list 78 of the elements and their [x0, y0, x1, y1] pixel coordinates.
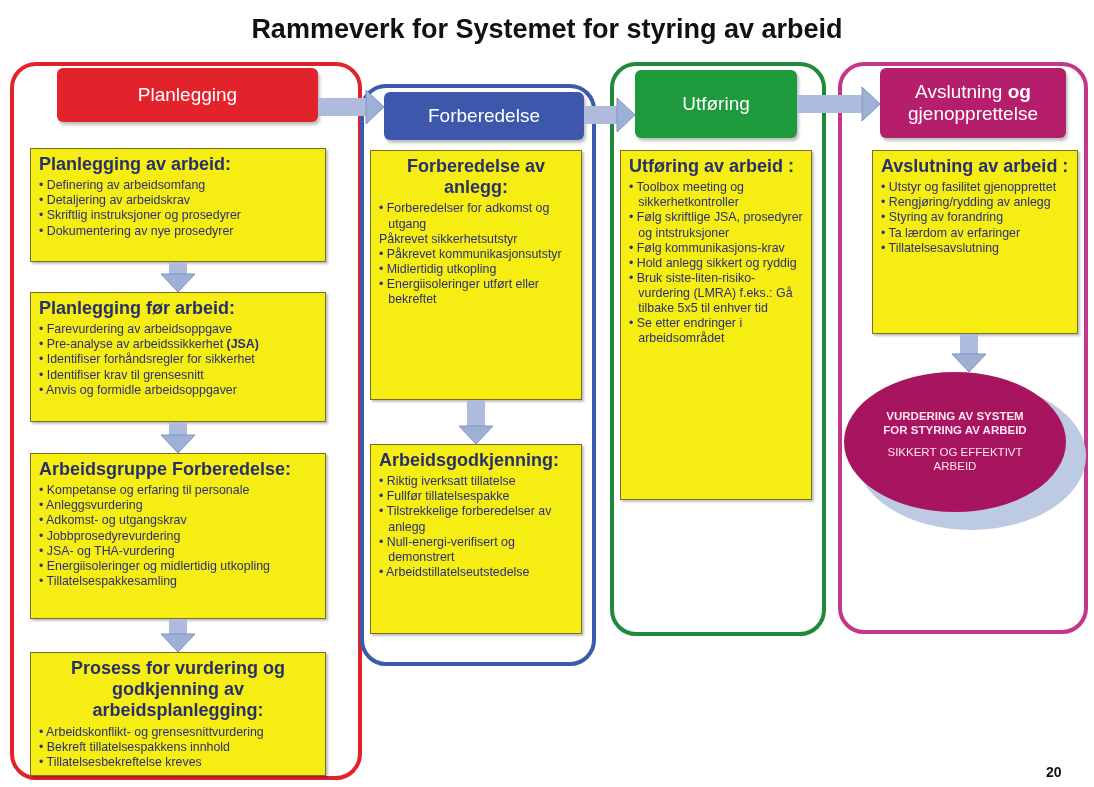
bullet-item: • Rengjøring/rydding av anlegg [881, 195, 1052, 211]
evaluation-subtitle: SIKKERT OG EFFEKTIVT ARBEID [886, 446, 1024, 474]
phase-title: Forberedelse [428, 105, 540, 127]
bullet-item: • Bruk siste-liten-risiko-vurdering (LMRA) f.eks.: Gå tilbake 5x5 til enhver tid [629, 271, 794, 317]
bullet-item: • Hold anlegg sikkert og ryddig [629, 255, 798, 271]
diagram-title: Rammeverk for Systemet for styring av arbeid [250, 14, 844, 45]
phase-panel [610, 62, 826, 636]
phase-panel [838, 62, 1088, 634]
bullet-item: • Skriftlig instruksjoner og prosedyrer [39, 208, 242, 224]
box-heading: Arbeidsgodkjenning: [379, 450, 560, 472]
block-arrow [160, 619, 196, 653]
bullet-item: • Anvis og formidle arbeidsoppgaver [39, 382, 238, 398]
block-arrow [160, 422, 196, 454]
bullet-item: • Null-energi-verifisert og demonstrert [379, 534, 516, 565]
bullet-item: • Tillatelsesbekreftelse kreves [39, 754, 203, 771]
bullet-item: • Farevurdering av arbeidsoppgave [39, 322, 234, 338]
bullet-item: • Tillatelsespakkesamling [39, 574, 178, 590]
bullet-item: • Se etter endringer i arbeidsområdet [629, 316, 744, 347]
bullet-item: • Utstyr og fasilitet gjenopprettet [881, 180, 1058, 196]
bullet-item: • Styring av forandring [881, 210, 1005, 226]
block-arrow [160, 262, 196, 293]
bullet-item: • JSA- og THA-vurdering [39, 543, 176, 559]
step-box [30, 652, 326, 776]
box-heading: Utføring av arbeid : [629, 156, 795, 178]
bullet-item: • Følg skriftlige JSA, prosedyrer og intstruksjoner [629, 210, 803, 241]
bullet-item: • Identifiser forhåndsregler for sikkerhet [39, 352, 256, 368]
block-arrow [951, 334, 987, 373]
phase-header [635, 70, 797, 138]
bullet-item: • Toolbox meeting og sikkerhetkontroller [629, 180, 745, 211]
bullet-item: • Jobbprosedyrevurdering [39, 528, 182, 544]
phase-title: Utføring [682, 93, 750, 115]
bullet-item: • Riktig iverksatt tillatelse [379, 474, 517, 490]
step-box [370, 150, 582, 400]
phase-title: Avslutning og gjenopprettelse [907, 81, 1039, 125]
evaluation-title: VURDERING AV SYSTEM FOR STYRING AV ARBEID [882, 410, 1028, 438]
phase-header [880, 68, 1066, 138]
step-box [30, 453, 326, 619]
bullet-item: • Detaljering av arbeidskrav [39, 193, 192, 209]
box-heading: Prosess for vurdering og godkjenning av arbeidsplanlegging: [69, 658, 287, 722]
bullet-item: • Adkomst- og utgangskrav [39, 513, 188, 529]
phase-title: Planlegging [137, 84, 238, 106]
bullet-item: • Identifiser krav til grensesnitt [39, 367, 205, 383]
bullet-item: • Arbeidskonflikt- og grensesnittvurdering [39, 724, 265, 740]
bullet-item: • Energiisoleringer utført eller bekreftet [379, 277, 540, 308]
bullet-item: • Ta lærdom av erfaringer [881, 225, 1022, 241]
bullet-item: • Kompetanse og erfaring til personale [39, 483, 251, 499]
bullet-item: • Dokumentering av nye prosedyrer [39, 223, 235, 239]
bullet-item: • Fullfør tillatelsespakke [379, 489, 511, 505]
phase-panel [10, 62, 362, 780]
step-box [30, 148, 326, 262]
phase-header [384, 92, 584, 140]
block-arrow [318, 89, 385, 125]
box-heading: Planlegging av arbeid: [39, 154, 233, 176]
box-heading: Planlegging før arbeid: [39, 298, 236, 320]
step-box [370, 444, 582, 634]
box-heading: Forberedelse av anlegg: [405, 156, 547, 199]
bullet-item: • Bekreft tillatelsespakkens innhold [39, 739, 231, 755]
bullet-item: • Anleggsvurdering [39, 498, 144, 514]
bullet-item: • Følg kommunikasjons-krav [629, 240, 786, 256]
bullet-item: • Midlertidig utkopling [379, 261, 498, 278]
bullet-item: • Påkrevet kommunikasjonsutstyr [379, 246, 563, 262]
step-box [872, 150, 1078, 334]
bullet-item: • Tilstrekkelige forberedelser av anlegg [379, 504, 553, 535]
box-heading: Avslutning av arbeid : [881, 156, 1069, 178]
step-box [620, 150, 812, 500]
step-box [30, 292, 326, 422]
bullet-item: • Pre-analyse av arbeidssikkerhet (JSA) [39, 337, 260, 352]
bullet-item: Påkrevet sikkerhetsutstyr [379, 231, 519, 247]
page-number: 20 [1046, 764, 1062, 780]
box-heading: Arbeidsgruppe Forberedelse: [39, 459, 293, 481]
block-arrow [458, 400, 494, 445]
bullet-item: • Arbeidstillatelseutstedelse [379, 565, 531, 581]
bullet-item: • Energiisoleringer og midlertidig utkopling [39, 558, 271, 574]
phase-header [57, 68, 318, 122]
phase-panel [360, 84, 596, 666]
bullet-item: • Definering av arbeidsomfang [39, 178, 207, 194]
bullet-item: • Tillatelsesavslutning [881, 240, 1000, 256]
bullet-item: • Forberedelser for adkomst og utgang [379, 201, 551, 232]
